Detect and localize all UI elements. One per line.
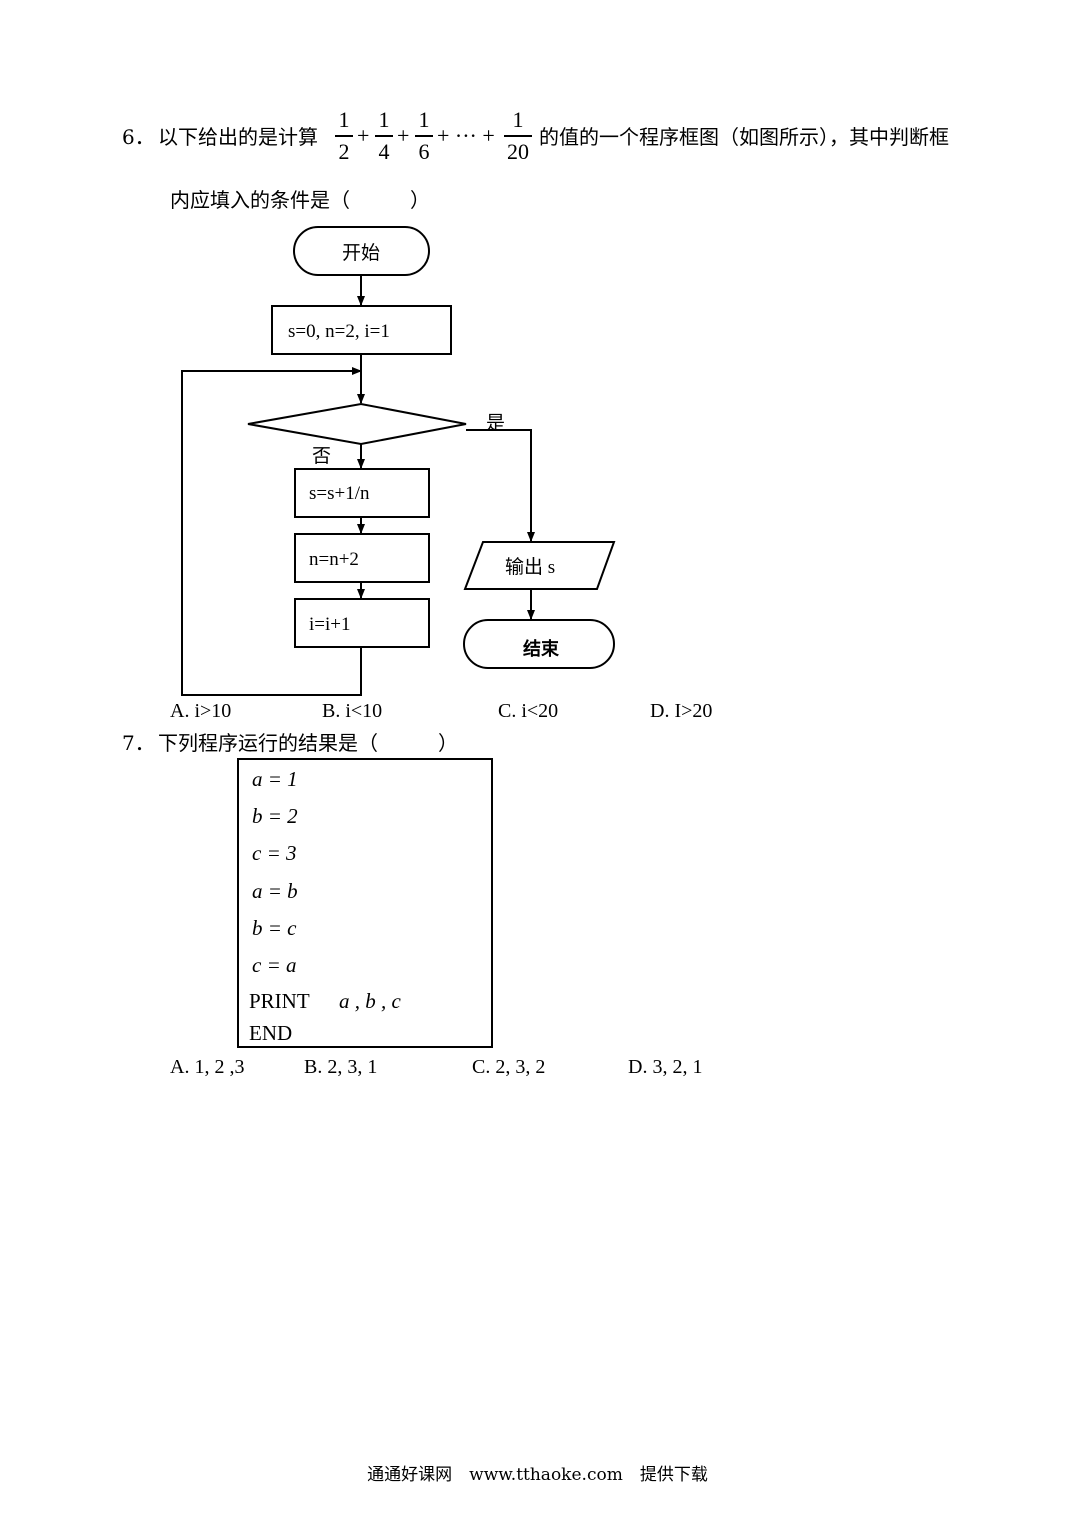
print-args: a , b , c (339, 989, 401, 1013)
program-box: a = 1 b = 2 c = 3 a = b b = c c = a PRIN… (237, 758, 493, 1048)
q7-option-a: A. 1, 2 ,3 (170, 1056, 245, 1078)
print-keyword: PRINT (249, 989, 310, 1013)
output-label: 输出 s (505, 556, 555, 578)
start-label: 开始 (342, 242, 380, 264)
end-label: 结束 (523, 638, 560, 659)
arrow-yes-output (466, 429, 535, 542)
fraction-1-6: 1 6 (415, 108, 433, 164)
fraction-1-2: 1 2 (335, 108, 353, 164)
code-line: c = a (252, 953, 297, 977)
yes-label: 是 (486, 413, 505, 434)
q7-number: 7． (122, 731, 155, 755)
plus-sign: + (397, 123, 410, 148)
code-line: b = 2 (252, 804, 298, 828)
plus-sign: + (357, 123, 370, 148)
step1-label: s=s+1/n (309, 483, 370, 504)
decision-diamond (247, 402, 467, 446)
q6-number: 6． (122, 125, 155, 149)
q6-option-a: A. i>10 (170, 700, 232, 722)
code-line: a = 1 (252, 767, 298, 791)
output-parallelogram (463, 541, 616, 590)
q6-line2: 内应填入的条件是（ ） (170, 188, 430, 212)
end-terminal (463, 619, 615, 669)
q6-suffix: 的值的一个程序框图（如图所示），其中判断框 (539, 125, 949, 149)
q7-option-c: C. 2, 3, 2 (472, 1056, 546, 1078)
fraction-1-4: 1 4 (375, 108, 393, 164)
flowchart: 开始 s=0, n=2, i=1 是 否 s=s+1/n n=n+2 i=i+1… (181, 226, 616, 696)
code-line: b = c (252, 916, 297, 940)
q7-option-d: D. 3, 2, 1 (628, 1056, 703, 1078)
q6-prefix: 以下给出的是计算 (158, 125, 318, 149)
q6-option-d: D. I>20 (650, 700, 713, 722)
step2-label: n=n+2 (309, 549, 359, 570)
loop-back-line (181, 367, 362, 696)
init-label: s=0, n=2, i=1 (288, 321, 390, 342)
code-line: a = b (252, 879, 298, 903)
code-line: c = 3 (252, 841, 297, 865)
ellipsis: + ··· + (437, 123, 495, 148)
fraction-1-20: 1 20 (504, 108, 532, 164)
q6-option-b: B. i<10 (322, 700, 383, 722)
end-keyword: END (249, 1021, 293, 1045)
no-label: 否 (312, 446, 331, 467)
q7-text: 下列程序运行的结果是（ ） (158, 731, 458, 755)
page-footer: 通通好课网 www.tthaoke.com 提供下载 (367, 1465, 708, 1485)
q6-option-c: C. i<20 (498, 700, 559, 722)
q7-option-b: B. 2, 3, 1 (304, 1056, 378, 1078)
step3-label: i=i+1 (309, 614, 351, 635)
